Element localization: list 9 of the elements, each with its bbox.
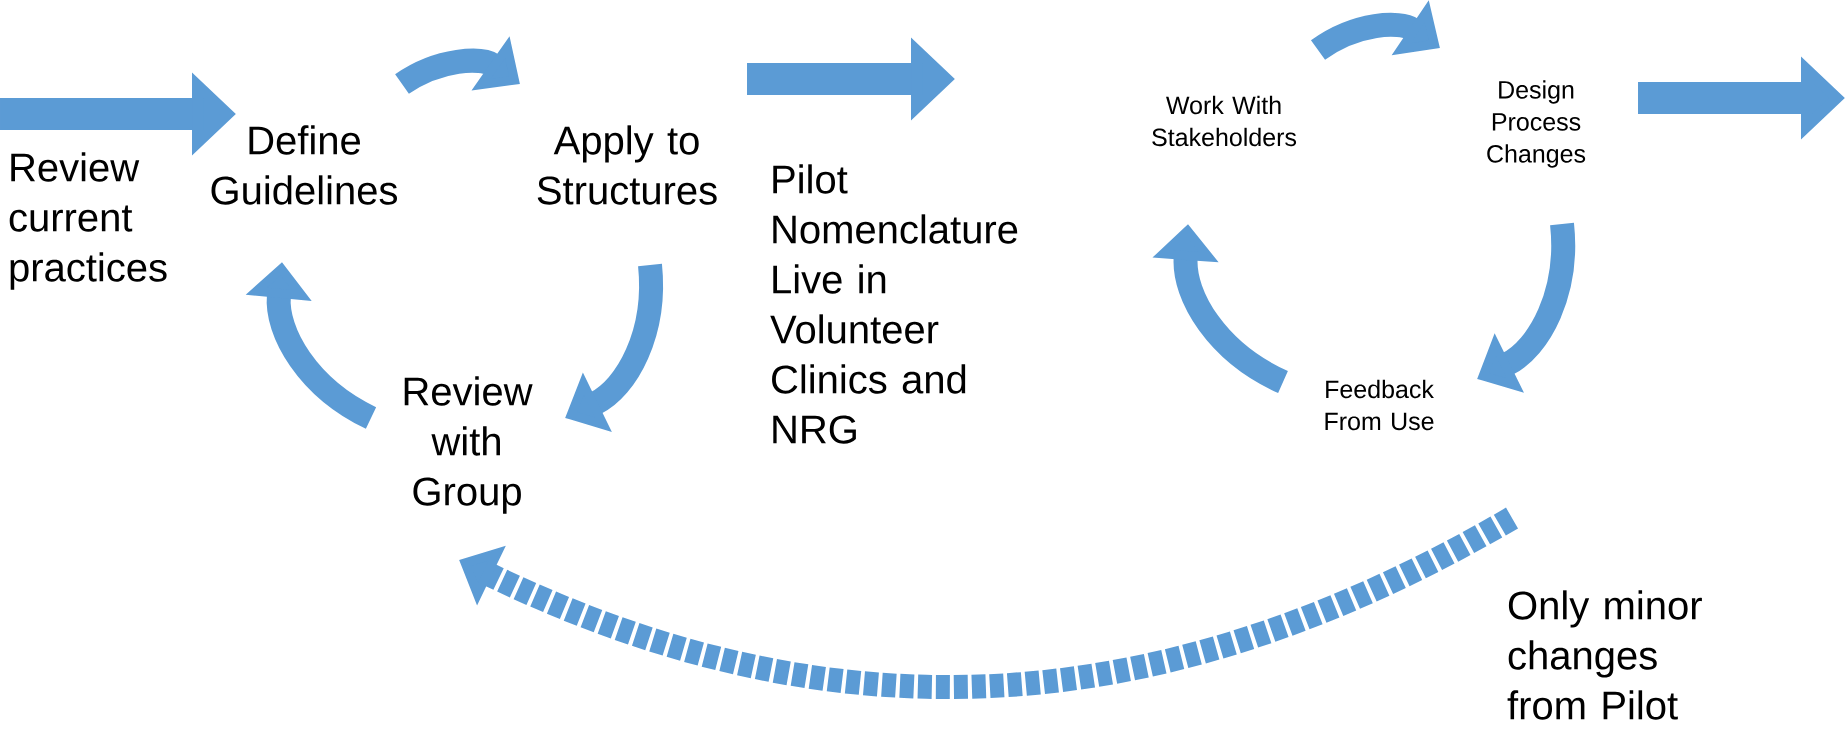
step-label: Design Process Changes bbox=[1487, 80, 1586, 168]
step-label: Define Guidelines bbox=[211, 125, 397, 205]
edge-label: Only minor changes from Pilot bbox=[1503, 586, 1747, 724]
step-label: Pilot Nomenclature Live in Volunteer Clinics and NRG bbox=[770, 164, 1018, 444]
step-label: Apply to Structures bbox=[537, 125, 717, 205]
step-label: Work With Stakeholders bbox=[1152, 95, 1297, 147]
step-label: Review current practices bbox=[9, 152, 167, 290]
step-label: Review with Group bbox=[404, 376, 533, 514]
step-label: Feedback From Use bbox=[1325, 379, 1434, 431]
